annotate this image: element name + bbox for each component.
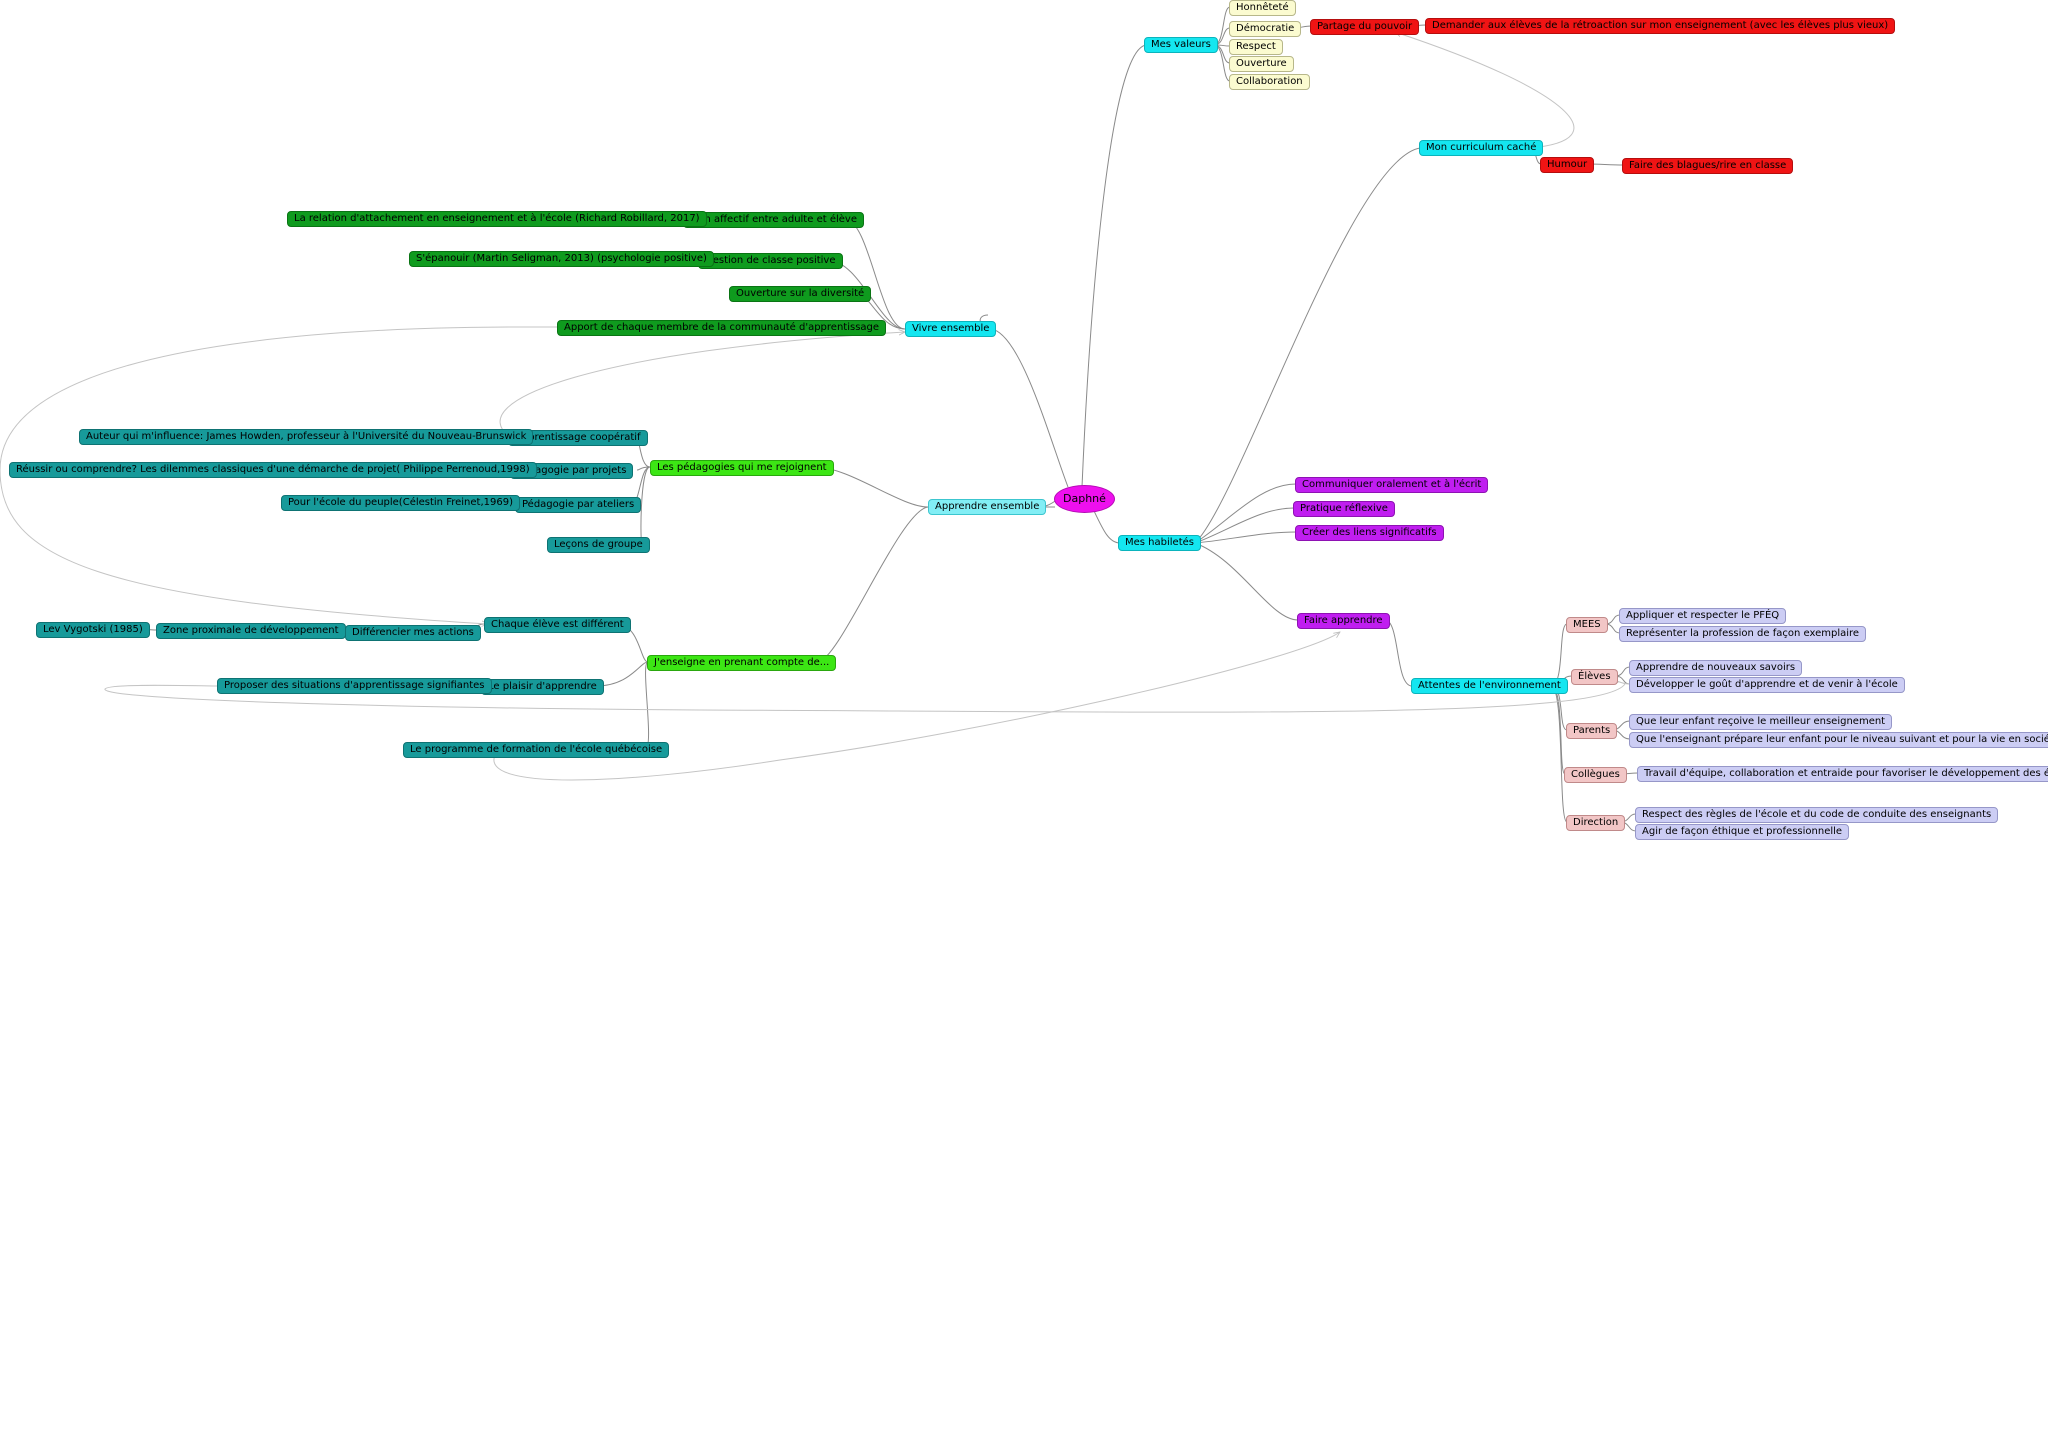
direction-item[interactable]: Agir de façon éthique et professionnelle — [1635, 824, 1850, 840]
branch-mes-habiletes[interactable]: Mes habiletés — [1118, 535, 1201, 551]
pedagogie-cooperatif[interactable]: Apprentissage coopératif — [508, 430, 648, 446]
jenseigne-differencier[interactable]: Différencier mes actions — [345, 625, 481, 641]
node-retroaction[interactable]: Demander aux élèves de la rétroaction su… — [1425, 18, 1896, 34]
link — [1550, 685, 1566, 775]
link — [1194, 147, 1421, 544]
mees-item[interactable]: Appliquer et respecter le PFÉQ — [1619, 608, 1787, 624]
cross-link — [104, 683, 1626, 713]
parents-item[interactable]: Que l'enseignant prépare leur enfant pou… — [1629, 732, 2048, 748]
center-node-daphne[interactable]: Daphné — [1054, 485, 1115, 513]
vivre-apport-communaute[interactable]: Apport de chaque membre de la communauté… — [557, 320, 887, 336]
eleves-item[interactable]: Développer le goût d'apprendre et de ven… — [1629, 677, 1905, 693]
link — [1384, 619, 1413, 687]
link — [644, 661, 650, 750]
link — [595, 661, 649, 687]
link — [1194, 507, 1295, 544]
branch-mon-curriculum-cache[interactable]: Mon curriculum caché — [1419, 140, 1544, 156]
cross-link — [499, 332, 905, 438]
valeur-respect[interactable]: Respect — [1229, 39, 1283, 55]
vivre-lien-affectif[interactable]: Lien affectif entre adulte et élève — [683, 212, 864, 228]
attente-direction[interactable]: Direction — [1566, 815, 1626, 831]
vivre-sepanouir[interactable]: S'épanouir (Martin Seligman, 2013) (psyc… — [409, 251, 714, 267]
pedagogie-ateliers[interactable]: Pédagogie par ateliers — [515, 497, 642, 513]
branch-mes-valeurs[interactable]: Mes valeurs — [1144, 37, 1218, 53]
valeur-democratie[interactable]: Démocratie — [1229, 21, 1302, 37]
link — [1194, 542, 1299, 621]
direction-item[interactable]: Respect des règles de l'école et du code… — [1635, 807, 1999, 823]
link — [844, 218, 906, 330]
habilete-communiquer[interactable]: Communiquer oralement et à l'écrit — [1295, 477, 1489, 493]
valeur-collaboration[interactable]: Collaboration — [1229, 74, 1310, 90]
jenseigne-situations[interactable]: Proposer des situations d'apprentissage … — [217, 678, 492, 694]
attente-collegues[interactable]: Collègues — [1564, 767, 1627, 783]
link — [1081, 44, 1147, 488]
node-humour[interactable]: Humour — [1540, 157, 1595, 173]
node-partage-du-pouvoir[interactable]: Partage du pouvoir — [1310, 19, 1420, 35]
jenseigne-programme[interactable]: Le programme de formation de l'école qué… — [403, 742, 670, 758]
collegues-item[interactable]: Travail d'équipe, collaboration et entra… — [1637, 766, 2048, 782]
link — [1550, 623, 1568, 687]
attente-eleves[interactable]: Élèves — [1571, 669, 1618, 685]
pedagogie-perrenoud[interactable]: Réussir ou comprendre? Les dilemmes clas… — [9, 462, 537, 478]
habilete-creer-des-liens[interactable]: Créer des liens significatifs — [1295, 525, 1444, 541]
valeur-honnetete[interactable]: Honnêteté — [1229, 0, 1296, 16]
eleves-item[interactable]: Apprendre de nouveaux savoirs — [1629, 660, 1803, 676]
vivre-relation-attachement[interactable]: La relation d'attachement en enseignemen… — [287, 211, 707, 227]
pedagogie-howden[interactable]: Auteur qui m'influence: James Howden, pr… — [79, 429, 534, 445]
attente-parents[interactable]: Parents — [1566, 723, 1618, 739]
node-pedagogies[interactable]: Les pédagogies qui me rejoignent — [650, 460, 834, 476]
branch-attentes-environnement[interactable]: Attentes de l'environnement — [1411, 678, 1568, 694]
node-jenseigne[interactable]: J'enseigne en prenant compte de... — [647, 655, 837, 671]
link — [989, 328, 1069, 488]
jenseigne-zone-proximale[interactable]: Zone proximale de développement — [156, 623, 346, 639]
pedagogie-freinet[interactable]: Pour l'école du peuple(Célestin Freinet,… — [281, 495, 520, 511]
branch-apprendre-ensemble[interactable]: Apprendre ensemble — [928, 499, 1047, 515]
cross-link — [1395, 32, 1575, 149]
vivre-gestion-classe[interactable]: Gestion de classe positive — [698, 253, 843, 269]
jenseigne-plaisir[interactable]: Le plaisir d'apprendre — [481, 679, 604, 695]
parents-item[interactable]: Que leur enfant reçoive le meilleur ense… — [1629, 714, 1893, 730]
pedagogie-lecons[interactable]: Leçons de groupe — [547, 537, 650, 553]
jenseigne-vygotski[interactable]: Lev Vygotski (1985) — [36, 622, 150, 638]
node-faire-des-blagues[interactable]: Faire des blagues/rire en classe — [1622, 158, 1794, 174]
link — [1194, 483, 1297, 544]
attente-mees[interactable]: MEES — [1566, 617, 1608, 633]
node-faire-apprendre[interactable]: Faire apprendre — [1297, 613, 1390, 629]
link — [817, 506, 929, 663]
mees-item[interactable]: Représenter la profession de façon exemp… — [1619, 626, 1867, 642]
habilete-pratique-reflexive[interactable]: Pratique réflexive — [1293, 501, 1395, 517]
branch-vivre-ensemble[interactable]: Vivre ensemble — [905, 321, 997, 337]
vivre-ouverture-diversite[interactable]: Ouverture sur la diversité — [729, 286, 872, 302]
jenseigne-chaque-eleve[interactable]: Chaque élève est différent — [484, 617, 631, 633]
link — [1194, 531, 1297, 544]
cross-link — [0, 326, 558, 624]
valeur-ouverture[interactable]: Ouverture — [1229, 56, 1294, 72]
cross-link — [493, 632, 1340, 781]
link — [636, 466, 651, 471]
